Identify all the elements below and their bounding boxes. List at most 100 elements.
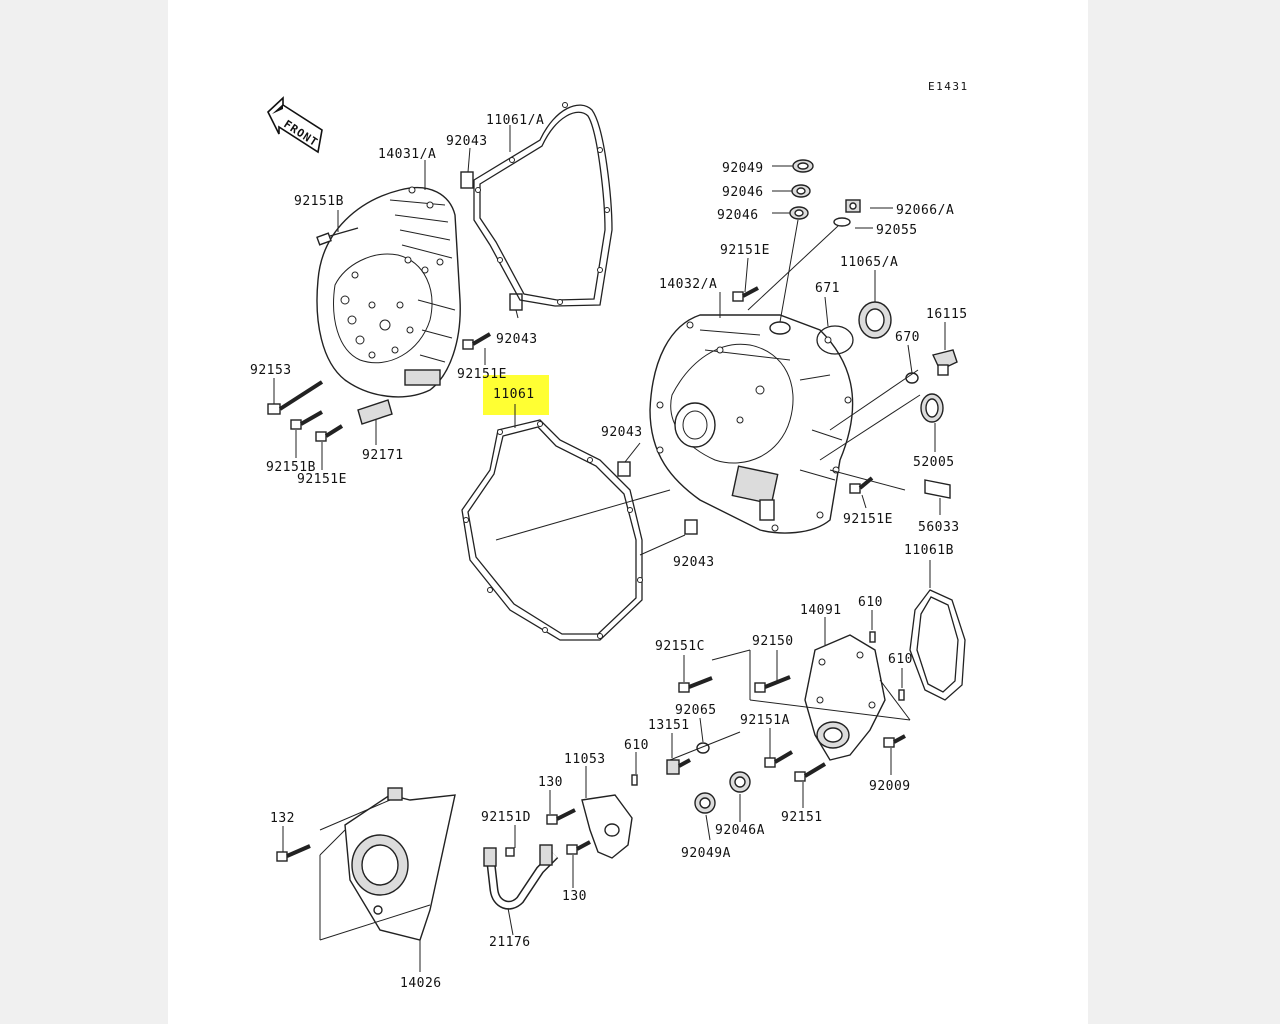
label-92055: 92055 — [876, 223, 918, 238]
bolt-130-b — [566, 840, 591, 855]
bracket-92171 — [357, 399, 393, 425]
bolt-92151b-low — [290, 410, 323, 430]
bolt-92153 — [267, 380, 324, 415]
clutch-cover-14032a — [649, 314, 854, 534]
label-92151b-top: 92151B — [294, 194, 344, 209]
label-92153: 92153 — [250, 363, 292, 378]
front-arrow-icon: FRONT — [267, 96, 323, 154]
label-92151e-mid: 92151E — [457, 367, 507, 382]
gasket-11061 — [461, 419, 643, 641]
label-21176: 21176 — [489, 935, 531, 950]
seal-92049a — [694, 792, 716, 814]
label-92151: 92151 — [781, 810, 823, 825]
label-92046-b: 92046 — [717, 208, 759, 223]
dowel-92043-top — [460, 171, 474, 189]
part-labels: 11061/A 14031/A 92043 92151B 92043 92151… — [250, 113, 968, 991]
label-14091: 14091 — [800, 603, 842, 618]
bearing-92046-a — [791, 184, 811, 198]
pin-610-b — [898, 689, 905, 701]
label-92009: 92009 — [869, 779, 911, 794]
label-11061: 11061 — [493, 387, 535, 402]
label-92151e-r: 92151E — [720, 243, 770, 258]
bolt-92151a — [764, 750, 794, 768]
bolt-130-a — [546, 808, 576, 825]
label-14031a: 14031/A — [378, 147, 436, 162]
sensor-16115 — [932, 349, 958, 376]
label-610-c: 610 — [624, 738, 649, 753]
label-11061b: 11061B — [904, 543, 954, 558]
parts-diagram-sheet: E1431 FRONT — [168, 0, 1088, 1024]
right-margin — [1088, 0, 1280, 1024]
sensor-13151 — [666, 758, 691, 775]
housing-11053 — [581, 794, 633, 859]
clip-92151d — [505, 847, 515, 857]
alternator-cover-14031a — [316, 186, 461, 398]
label-130-a: 130 — [538, 775, 563, 790]
pin-610-a — [869, 631, 876, 643]
label-92151d: 92151D — [481, 810, 531, 825]
oring-92055 — [833, 217, 851, 227]
dowel-92043-mid — [509, 293, 523, 311]
label-92151b-low: 92151B — [266, 460, 316, 475]
dowel-92043-d — [684, 519, 698, 535]
bolt-92151c — [678, 676, 713, 693]
seal-92049 — [792, 159, 814, 173]
plate-56033 — [924, 479, 951, 499]
gasket-11061a — [473, 104, 613, 307]
cap-11065a — [858, 301, 892, 339]
label-132: 132 — [270, 811, 295, 826]
label-11061a: 11061/A — [486, 113, 544, 128]
label-670: 670 — [895, 330, 920, 345]
label-92046-a: 92046 — [722, 185, 764, 200]
label-92043-top: 92043 — [446, 134, 488, 149]
label-92049a: 92049A — [681, 846, 731, 861]
label-92151e-c: 92151E — [843, 512, 893, 527]
label-11053: 11053 — [564, 752, 606, 767]
label-56033: 56033 — [918, 520, 960, 535]
dowel-92043-c — [617, 461, 631, 477]
sprocket-cover-14026 — [344, 787, 456, 941]
left-margin — [0, 0, 168, 1024]
label-14026: 14026 — [400, 976, 442, 991]
bolt-92151e-mid — [462, 332, 492, 350]
pin-610-c — [631, 774, 638, 786]
label-16115: 16115 — [926, 307, 968, 322]
highlight-box — [483, 375, 549, 415]
label-671: 671 — [815, 281, 840, 296]
bolt-92151 — [794, 762, 827, 782]
label-92043-c: 92043 — [601, 425, 643, 440]
bolt-92009 — [883, 734, 906, 748]
bolt-92151e-c — [849, 476, 874, 494]
label-92065: 92065 — [675, 703, 717, 718]
label-92043-d: 92043 — [673, 555, 715, 570]
label-92046a: 92046A — [715, 823, 765, 838]
label-92049: 92049 — [722, 161, 764, 176]
bolt-92151e-low — [315, 424, 344, 442]
water-pump-14091 — [804, 634, 886, 761]
label-92066a: 92066/A — [896, 203, 954, 218]
bearing-92046-b — [789, 206, 809, 220]
oring-671 — [816, 325, 854, 355]
label-92043-mid: 92043 — [496, 332, 538, 347]
bolt-92151e-r — [732, 286, 759, 302]
label-14032a: 14032/A — [659, 277, 717, 292]
label-11065a: 11065/A — [840, 255, 898, 270]
label-92151a: 92151A — [740, 713, 790, 728]
label-130-b: 130 — [562, 889, 587, 904]
label-610-a: 610 — [858, 595, 883, 610]
figure-code: E1431 — [928, 80, 969, 93]
bolt-92151b-top — [316, 227, 359, 246]
ring-52005 — [920, 393, 944, 423]
bolt-132 — [276, 844, 311, 862]
hose-21176 — [483, 844, 559, 910]
exploded-parts-diagram: E1431 FRONT — [250, 80, 969, 991]
gasket-11061b — [909, 589, 966, 701]
leader-lines — [273, 125, 946, 972]
label-92150: 92150 — [752, 634, 794, 649]
plug-92066a — [845, 199, 861, 213]
bearing-92046a — [729, 771, 751, 793]
label-92171: 92171 — [362, 448, 404, 463]
label-52005: 52005 — [913, 455, 955, 470]
bolt-92150 — [754, 675, 791, 693]
label-13151: 13151 — [648, 718, 690, 733]
